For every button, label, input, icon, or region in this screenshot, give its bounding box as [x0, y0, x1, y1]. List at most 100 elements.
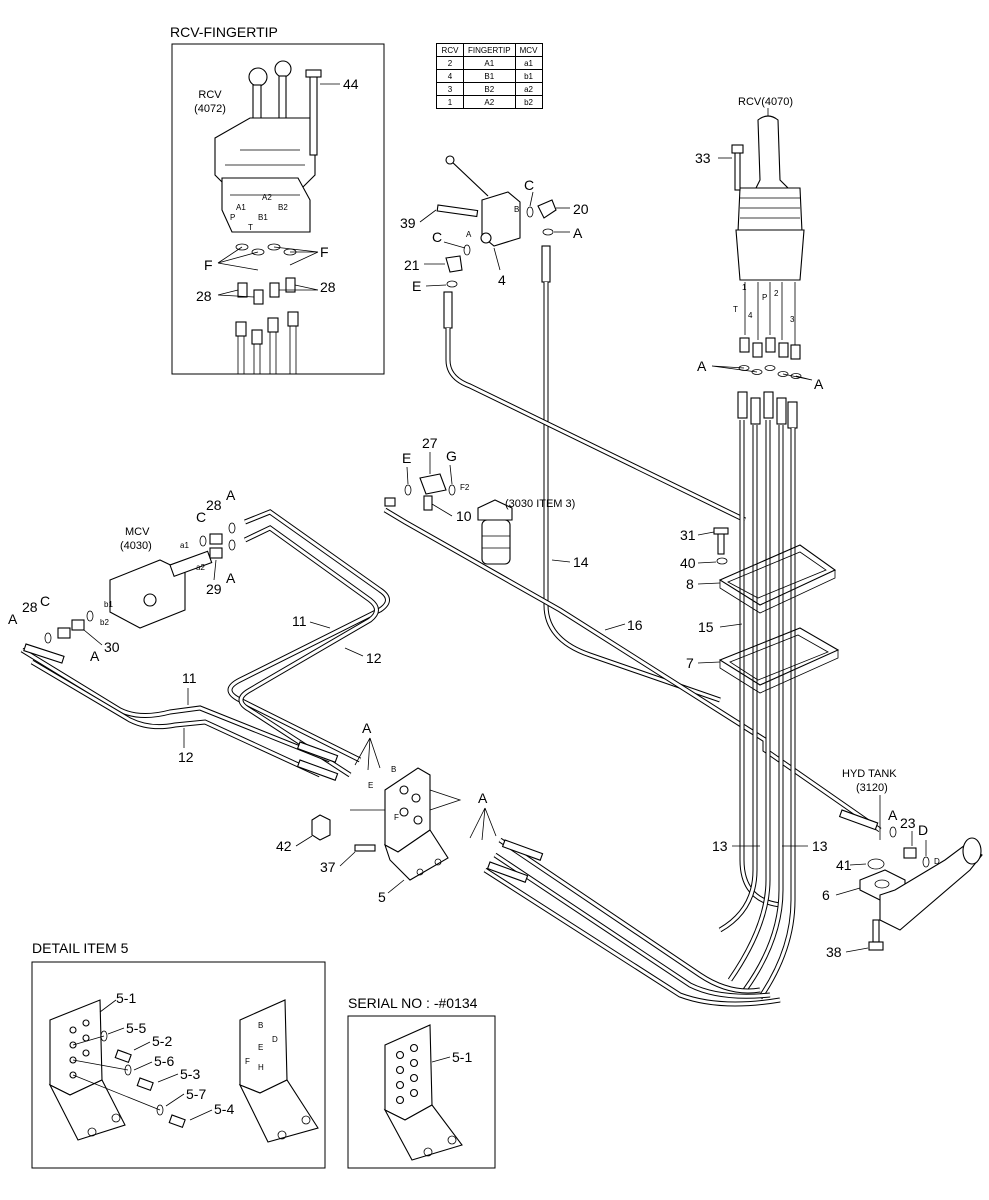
valve-4-group: A B 4 39 C 20 A C 21 E: [400, 155, 589, 329]
rcv-fingertip-mcv-table: RCV FINGERTIP MCV 2 A1 a1 4 B1 b1 3 B2 a…: [436, 43, 543, 109]
serial-no-inset: SERIAL NO : -#0134 5-1: [347, 995, 496, 1169]
detail-item-5-frame: [31, 961, 326, 1169]
mcv-label: MCV: [125, 526, 150, 538]
callout-11-upper: 11: [292, 613, 307, 629]
bracket-port-b-label: B: [391, 765, 396, 774]
detail-bracket-a: [49, 999, 103, 1096]
tee-fitting-27: [419, 473, 447, 495]
port-p-4070-label: P: [762, 293, 767, 302]
table-row: 4 B1 b1: [436, 69, 543, 83]
filter-head: [477, 499, 513, 521]
table-cell: A2: [463, 95, 516, 109]
callout-5-2: 5-2: [152, 1033, 172, 1049]
bracket-port-e-label: E: [368, 781, 373, 790]
rcv-4070-body: [735, 229, 805, 281]
detail-port-b-label: B: [258, 1021, 263, 1030]
port-4-label: 4: [748, 311, 753, 320]
table-cell: b1: [514, 69, 543, 83]
detail-port-h-label: H: [258, 1063, 264, 1072]
callout-10: 10: [456, 508, 472, 524]
callout-28-mcv-left: 28: [22, 599, 38, 615]
letter-g-tee: G: [446, 448, 457, 464]
port-a2-label: A2: [262, 193, 272, 202]
o-rings-f: [217, 243, 319, 271]
bolt-37: [354, 844, 376, 852]
letter-a-mcv-left2: A: [90, 648, 100, 664]
fitting-23: [903, 847, 917, 859]
plate-8: [718, 544, 837, 606]
fittings-28: [217, 277, 319, 305]
letter-e-valve: E: [412, 278, 421, 294]
letter-a-tank: A: [888, 807, 898, 823]
rcv-4070-label: RCV(4070): [738, 96, 793, 108]
letter-f-right: F: [320, 244, 329, 260]
port-b2-label: B2: [278, 203, 288, 212]
valve-port-a-label: A: [466, 230, 472, 239]
letter-f-left: F: [204, 257, 213, 273]
callout-5-3: 5-3: [180, 1066, 200, 1082]
fitting-5-2: [114, 1049, 132, 1064]
letter-c-mid: C: [432, 229, 442, 245]
callout-14: 14: [573, 554, 589, 570]
tee-port-f2-label: F2: [460, 483, 470, 492]
washer-40: [716, 557, 728, 565]
letter-a-rcv-right: A: [814, 376, 824, 392]
mcv-port-a1-label: a1: [180, 541, 189, 550]
callout-38: 38: [826, 944, 842, 960]
bolt-39: [436, 204, 479, 218]
callout-11-lower: 11: [182, 670, 197, 686]
tank-pipe-6: [879, 844, 983, 931]
callout-7: 7: [686, 655, 694, 671]
table-cell: a1: [514, 56, 543, 70]
serial-no-title: SERIAL NO : -#0134: [348, 995, 478, 1011]
rcv-4072-number: (4072): [194, 103, 226, 115]
serial-no-frame: [347, 1015, 496, 1169]
detail-bracket-b: [239, 999, 288, 1094]
elbow-21: [445, 255, 463, 273]
callout-12-upper: 12: [366, 650, 382, 666]
joystick-boot: [737, 187, 803, 233]
rcv-fingertip-title: RCV-FINGERTIP: [170, 24, 278, 40]
table-row: 1 A2 b2: [436, 95, 543, 109]
valve-port-b-label: B: [514, 205, 519, 214]
letter-a-bracket-right: A: [478, 790, 488, 806]
bracket-port-f-label: F: [394, 813, 399, 822]
letter-c-mcv-left: C: [40, 593, 50, 609]
rcv-4070-assembly: RCV(4070) 33 1 T 4 P 2 3 A A: [695, 96, 824, 429]
bolt-44: [309, 74, 318, 156]
table-header-row: RCV FINGERTIP MCV: [436, 43, 543, 57]
table-cell: 2: [436, 56, 464, 70]
callout-30: 30: [104, 639, 120, 655]
bolt-38: [872, 919, 880, 943]
bracket-5-main: B E F A A 42 37 5: [276, 720, 497, 905]
callout-4: 4: [498, 272, 506, 288]
letter-c-mcv-top: C: [196, 509, 206, 525]
callout-42: 42: [276, 838, 292, 854]
table-cell: B1: [463, 69, 516, 83]
table-cell: 1: [436, 95, 464, 109]
letter-a-valve: A: [573, 225, 583, 241]
fitting-5-3: [136, 1077, 154, 1092]
hyd-tank-number: (3120): [856, 782, 888, 794]
serial-bracket: [384, 1024, 433, 1121]
callout-28-right: 28: [320, 279, 336, 295]
table-row: 3 B2 a2: [436, 82, 543, 96]
filter-canister: [481, 519, 511, 565]
table-cell: 3: [436, 82, 464, 96]
rcv-fingertip-inset: RCV-FINGERTIP RCV (4072) A1 A2 B2 B1 P T…: [170, 24, 385, 375]
callout-20: 20: [573, 201, 589, 217]
mcv-4030: MCV (4030) a1 a2 b1 b2 C 28 A A 29 C 28 …: [8, 487, 236, 664]
mcv-port-a2-label: a2: [196, 563, 205, 572]
callout-15: 15: [698, 619, 714, 635]
table-cell: a2: [514, 82, 543, 96]
callout-6: 6: [822, 887, 830, 903]
mcv-port-b1-label: b1: [104, 600, 113, 609]
rcv-4072-label: RCV: [198, 89, 222, 101]
pipe-routing: 14 16 11: [20, 282, 882, 1007]
joystick-handle: [754, 115, 792, 191]
letter-a-mcv-top1: A: [226, 487, 236, 503]
callout-5-4: 5-4: [214, 1101, 234, 1117]
item-3030-label: (3030 ITEM 3): [505, 498, 575, 510]
elbow-20: [537, 199, 557, 219]
